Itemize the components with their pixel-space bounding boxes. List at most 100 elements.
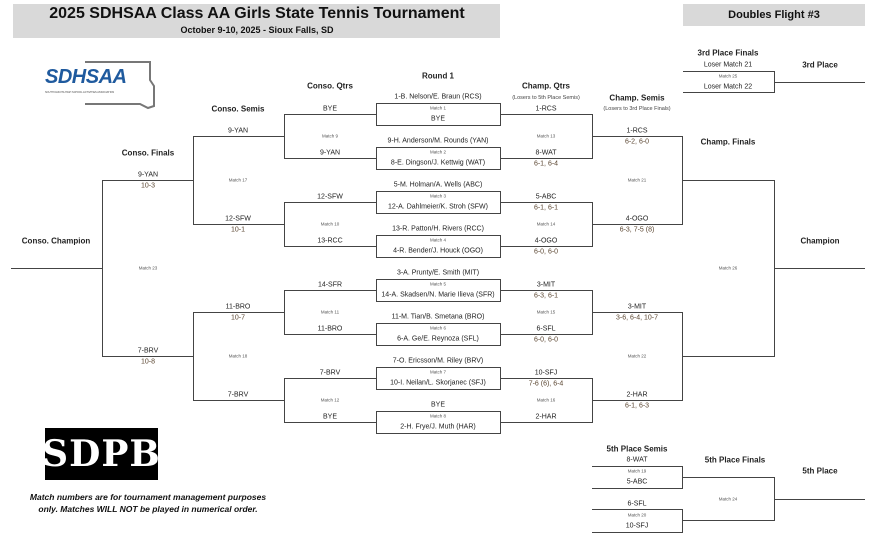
header-3rd-place: 3rd Place — [802, 60, 838, 70]
match-label: Match 15 — [536, 309, 556, 315]
match-label: Match 6 — [429, 325, 447, 331]
cs-team: 1-RCS — [626, 127, 648, 135]
match-label: Match 2 — [429, 149, 447, 155]
cos-team: 12-SFW — [225, 215, 251, 223]
match-label: Match 20 — [627, 512, 647, 518]
match-label: Match 21 — [627, 177, 647, 183]
header-champ-finals: Champ. Finals — [700, 137, 756, 147]
fifth-team: 5-ABC — [626, 478, 648, 486]
cq-team: 3-MIT — [536, 281, 556, 289]
header-conso-finals: Conso. Finals — [121, 148, 175, 158]
match-label: Match 12 — [320, 397, 340, 403]
cos-team: 7-BRV — [227, 391, 249, 399]
r1-team-top: BYE — [430, 401, 446, 409]
title-banner — [13, 4, 500, 38]
sdhsaa-wordmark: SDHSAA — [45, 66, 127, 88]
cos-score: 10-7 — [230, 314, 246, 322]
header-5th-place: 5th Place — [802, 466, 838, 476]
page-subtitle: October 9-10, 2025 - Sioux Falls, SD — [180, 25, 334, 35]
flight-banner — [683, 4, 865, 26]
sdhsaa-tagline: SOUTH DAKOTA HIGH SCHOOL ACTIVITIES ASSO… — [45, 91, 115, 94]
third-team-top: Loser Match 21 — [703, 61, 753, 69]
header-3rd-finals: 3rd Place Finals — [697, 48, 759, 58]
r1-team-bottom: 2-H. Frye/J. Muth (HAR) — [400, 423, 476, 431]
header-champ-semis-note: (Losers to 3rd Place Finals) — [603, 106, 671, 112]
r1-team-top: 13-R. Patton/H. Rivers (RCC) — [392, 225, 484, 233]
cs-score: 6-2, 6-0 — [624, 138, 650, 146]
cof-score: 10-3 — [140, 182, 156, 190]
cs-score: 3-6, 6-4, 10-7 — [615, 314, 659, 322]
coq-team: 13-RCC — [317, 237, 343, 245]
fifth-team: 6-SFL — [627, 500, 647, 508]
match-label: Match 17 — [228, 177, 248, 183]
coq-team: BYE — [322, 105, 338, 113]
r1-team-bottom: 14-A. Skadsen/N. Marie Ilieva (SFR) — [381, 291, 495, 299]
r1-team-bottom: 8-E. Dingson/J. Kettwig (WAT) — [390, 159, 486, 167]
match-label: Match 7 — [429, 369, 447, 375]
r1-team-top: 9-H. Anderson/M. Rounds (YAN) — [387, 137, 489, 145]
sdhsaa-logo: SDHSAA SOUTH DAKOTA HIGH SCHOOL ACTIVITI… — [45, 60, 158, 112]
header-round1: Round 1 — [422, 71, 454, 81]
match-label: Match 24 — [718, 496, 738, 502]
fifth-team: 8-WAT — [626, 456, 648, 464]
coq-team: BYE — [322, 413, 338, 421]
coq-team: 9-YAN — [319, 149, 341, 157]
header-champ-qtrs: Champ. Qtrs — [521, 81, 571, 91]
header-5th-finals: 5th Place Finals — [704, 455, 766, 465]
r1-team-top: 5-M. Holman/A. Wells (ABC) — [393, 181, 483, 189]
match-label: Match 8 — [429, 413, 447, 419]
match-label: Match 25 — [718, 73, 738, 79]
coq-team: 11-BRO — [317, 325, 343, 333]
header-conso-semis: Conso. Semis — [211, 104, 265, 114]
header-conso-qtrs: Conso. Qtrs — [307, 81, 353, 91]
header-champion: Champion — [800, 236, 840, 246]
cs-team: 4-OGO — [625, 215, 649, 223]
match-label: Match 23 — [138, 265, 158, 271]
flight-label: Doubles Flight #3 — [728, 9, 820, 21]
header-conso-champion: Conso. Champion — [21, 236, 91, 246]
r1-team-top: 7-O. Ericsson/M. Riley (BRV) — [392, 357, 484, 365]
cq-team: 5-ABC — [535, 193, 557, 201]
cq-score: 6-1, 6-1 — [533, 204, 559, 212]
page-title: 2025 SDHSAA Class AA Girls State Tennis … — [49, 5, 465, 22]
cq-score: 6-1, 6-4 — [533, 160, 559, 168]
cq-score: 6-3, 6-1 — [533, 292, 559, 300]
match-label: Match 13 — [536, 133, 556, 139]
south-dakota-outline-icon — [85, 61, 155, 110]
footer-note-line1: Match numbers are for tournament managem… — [29, 492, 267, 502]
match-label: Match 10 — [320, 221, 340, 227]
cq-score: 6-0, 6-0 — [533, 336, 559, 344]
cos-score: 10-1 — [230, 226, 246, 234]
match-label: Match 3 — [429, 193, 447, 199]
sdpb-logo: SDPB — [42, 428, 160, 480]
match-label: Match 26 — [718, 265, 738, 271]
cq-team: 6-SFL — [536, 325, 556, 333]
r1-team-bottom: 10-I. Neilan/L. Skorjanec (SFJ) — [390, 379, 486, 387]
match-label: Match 11 — [320, 309, 340, 315]
coq-team: 12-SFW — [317, 193, 343, 201]
cq-team: 10-SFJ — [534, 369, 558, 377]
coq-team: 7-BRV — [319, 369, 341, 377]
header-5th-semis: 5th Place Semis — [606, 444, 668, 454]
cos-team: 11-BRO — [225, 303, 251, 311]
r1-team-bottom: 12-A. Dahlmeier/K. Stroh (SFW) — [388, 203, 488, 211]
footer-note-line2: only. Matches WILL NOT be played in nume… — [38, 504, 258, 514]
cos-team: 9-YAN — [227, 127, 249, 135]
header-champ-semis: Champ. Semis — [609, 93, 665, 103]
r1-team-top: 3-A. Prunty/E. Smith (MIT) — [396, 269, 480, 277]
cof-score: 10-8 — [140, 358, 156, 366]
header-champ-qtrs-note: (Losers to 5th Place Semis) — [512, 95, 580, 101]
match-label: Match 18 — [228, 353, 248, 359]
match-label: Match 9 — [321, 133, 339, 139]
cs-score: 6-3, 7-5 (8) — [619, 226, 655, 234]
match-label: Match 5 — [429, 281, 447, 287]
match-label: Match 16 — [536, 397, 556, 403]
match-label: Match 14 — [536, 221, 556, 227]
cq-team: 8-WAT — [535, 149, 557, 157]
cq-team: 4-OGO — [534, 237, 558, 245]
cof-team: 7-BRV — [137, 347, 159, 355]
coq-team: 14-SFR — [317, 281, 343, 289]
cq-team: 1-RCS — [535, 105, 557, 113]
